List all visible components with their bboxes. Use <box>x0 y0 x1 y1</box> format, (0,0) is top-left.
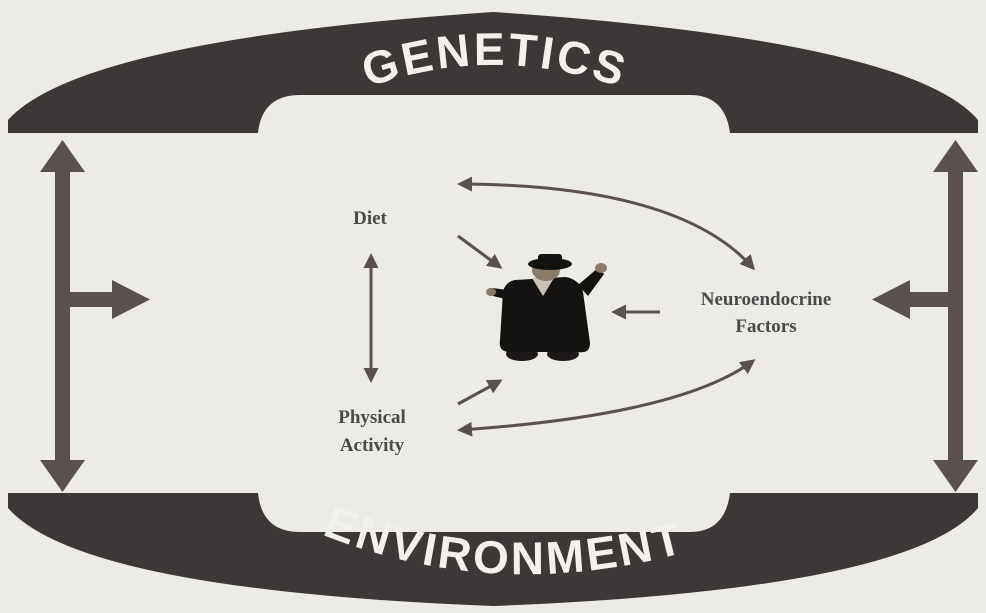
physical-activity-label-line2: Activity <box>340 435 405 456</box>
neuroendocrine-label: Neuroendocrine <box>701 289 832 310</box>
diet-label: Diet <box>353 208 387 229</box>
physical-activity-label: Physical <box>338 407 406 428</box>
neuroendocrine-label-line2: Factors <box>735 316 796 337</box>
